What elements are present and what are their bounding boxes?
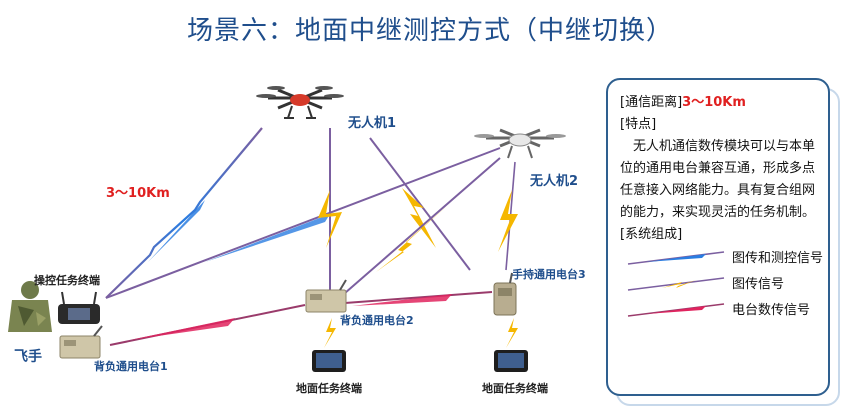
legend-swatch <box>627 303 725 317</box>
link-pilot-uav2 <box>105 147 501 299</box>
tablet-icon <box>312 350 346 372</box>
legend-item-image: 图传信号 <box>620 272 816 298</box>
distance-value: 3～10Km <box>682 95 746 110</box>
link-uav2-radio2 <box>344 157 501 294</box>
legend-item-image-control: 图传和测控信号 <box>620 246 823 272</box>
label-uav2: 无人机2 <box>530 174 579 189</box>
label-backpack-radio-2: 背负通用电台2 <box>340 314 414 327</box>
radio-icon <box>305 279 347 313</box>
distance-label: [通信距离] <box>620 95 683 110</box>
signal-links <box>105 127 518 348</box>
distance-row: [通信距离]3～10Km <box>620 92 816 114</box>
soldier-icon <box>8 281 52 332</box>
label-backpack-radio-1: 背负通用电台1 <box>94 360 168 373</box>
label-ground-terminal-1: 地面任务终端 <box>296 382 362 395</box>
label-range: 3～10Km <box>106 186 170 201</box>
label-uav1: 无人机1 <box>348 116 397 131</box>
label-pilot: 飞手 <box>14 349 42 365</box>
system-label: [系统组成] <box>620 227 683 242</box>
features-label: [特点] <box>620 117 657 132</box>
legend-swatch <box>627 277 725 291</box>
drone-icon <box>474 128 566 159</box>
legend-label: 电台数传信号 <box>732 303 811 318</box>
label-control-terminal: 操控任务终端 <box>34 274 100 287</box>
link-uav1-radio3 <box>369 137 471 271</box>
legend-label: 图传和测控信号 <box>732 251 824 266</box>
radio-icon <box>493 272 517 316</box>
legend-item-radio-data: 电台数传信号 <box>620 298 816 324</box>
page-title: 场景六：地面中继测控方式（中继切换） <box>186 16 673 46</box>
link-radio2-radio3 <box>344 291 493 304</box>
features-text: 无人机通信数传模块可以与本单位的通用电台兼容互通，形成多点任意接入网络能力。具有… <box>620 139 816 220</box>
legend-swatch <box>627 251 725 265</box>
legend-label: 图传信号 <box>732 277 785 292</box>
label-ground-terminal-2: 地面任务终端 <box>482 382 548 395</box>
tablet-icon <box>494 350 528 372</box>
link-pilot-uav1 <box>105 127 263 299</box>
tablet-icon <box>58 291 100 324</box>
drone-icon <box>256 86 344 119</box>
label-handheld-radio-3: 手持通用电台3 <box>512 268 586 281</box>
radio-icon <box>59 325 103 359</box>
info-panel: [通信距离]3～10Km [特点] 无人机通信数传模块可以与本单位的通用电台兼容… <box>606 78 830 396</box>
